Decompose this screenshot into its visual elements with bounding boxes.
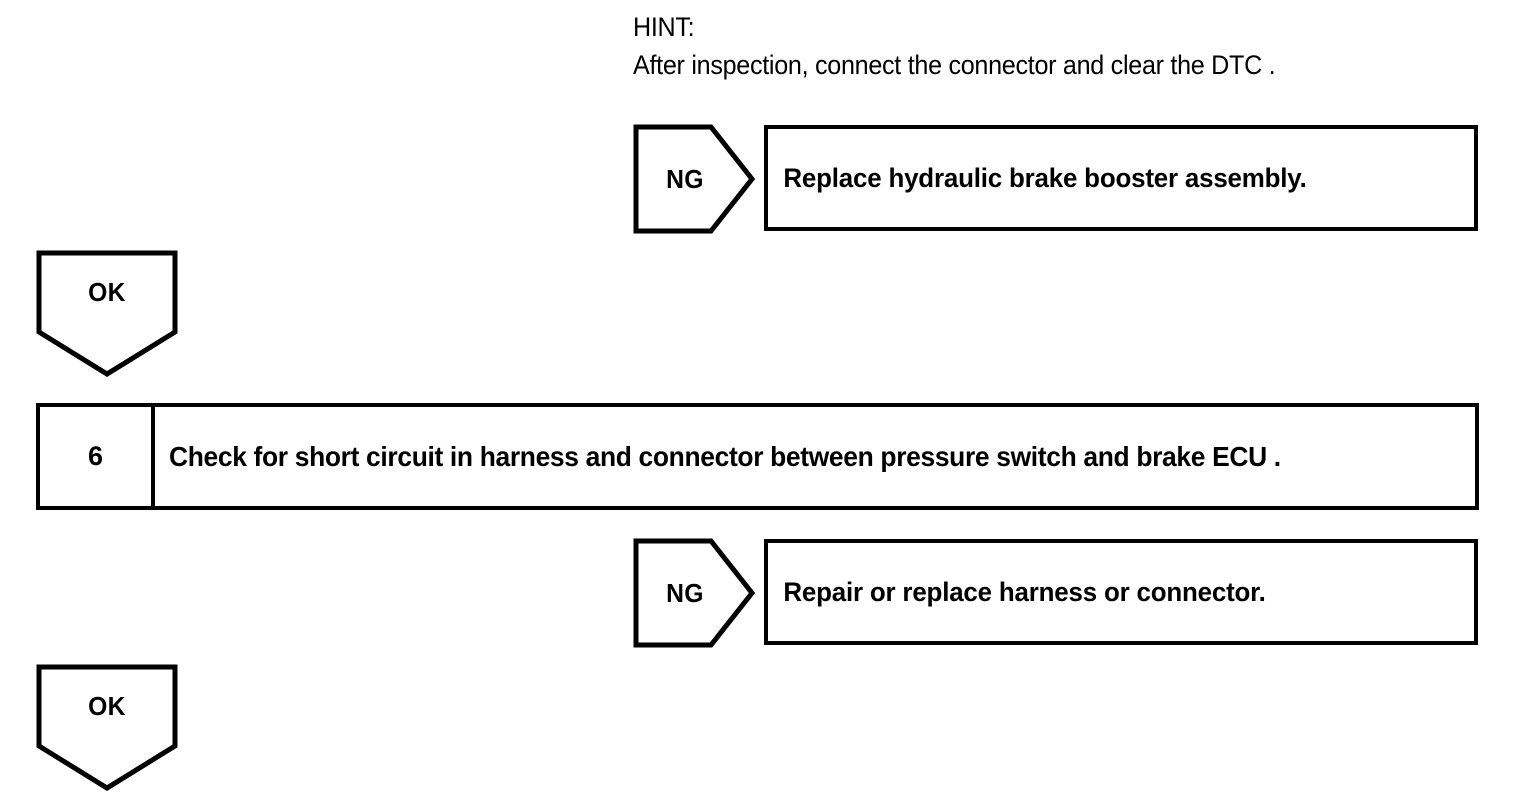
ng-action-text-2: Repair or replace harness or connector. <box>783 576 1266 607</box>
ng-action-box-2: Repair or replace harness or connector. <box>764 539 1478 645</box>
step-box-6: 6 Check for short circuit in harness and… <box>36 403 1479 510</box>
ok-arrow-icon-top: OK <box>36 250 178 378</box>
ng-label-2: NG <box>666 577 704 608</box>
ng-branch-row-2: NG Repair or replace harness or connecto… <box>633 538 1483 650</box>
ok-label-top: OK <box>88 276 126 307</box>
step-text: Check for short circuit in harness and c… <box>169 441 1281 472</box>
ng-arrow-icon-2: NG <box>633 538 755 648</box>
step-text-cell: Check for short circuit in harness and c… <box>155 407 1475 506</box>
ok-label-bottom: OK <box>88 690 126 721</box>
hint-block: HINT: After inspection, connect the conn… <box>633 8 1453 84</box>
ng-branch-row-1: NG Replace hydraulic brake booster assem… <box>633 124 1483 236</box>
step-number: 6 <box>40 407 155 506</box>
hint-body: After inspection, connect the connector … <box>633 50 1276 80</box>
ng-arrow-icon-1: NG <box>633 124 755 234</box>
hint-title: HINT: <box>633 12 695 42</box>
ng-label-1: NG <box>666 163 704 194</box>
ok-arrow-icon-bottom: OK <box>36 664 178 792</box>
ng-action-text-1: Replace hydraulic brake booster assembly… <box>783 162 1307 193</box>
ng-action-box-1: Replace hydraulic brake booster assembly… <box>764 125 1478 231</box>
